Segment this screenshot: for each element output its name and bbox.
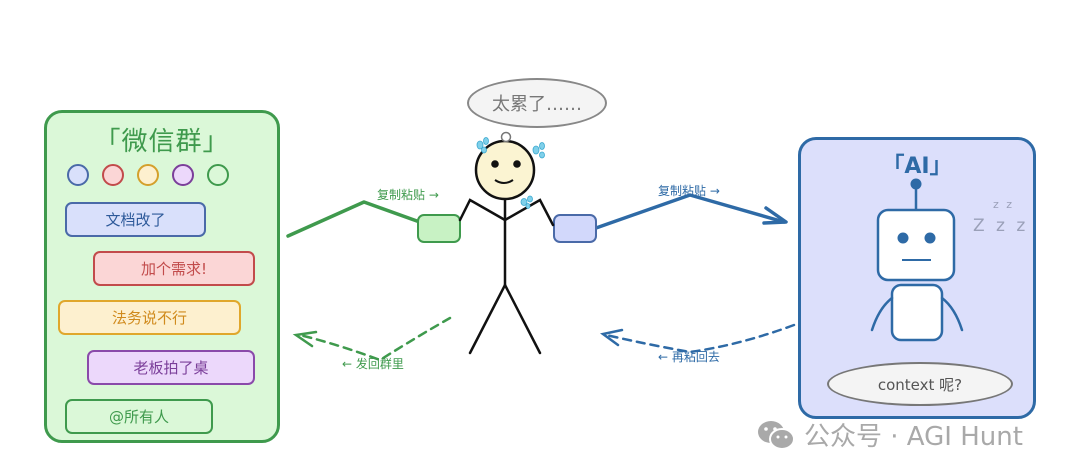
copy-paste-label-green: 复制粘贴 → [377,188,439,202]
context-question-bubble: context 呢? [827,362,1013,406]
smile [494,179,514,184]
watermark-text: 公众号 · AGI Hunt [804,422,1023,452]
thought-text: 太累了…… [492,94,582,115]
left-eye [491,160,499,168]
message-text: 加个需求! [140,260,207,278]
sweat-drops-icon [476,137,545,209]
watermark: 公众号 · AGI Hunt [756,416,1023,453]
avatar [67,164,89,186]
chat-message: 文档改了 [65,202,206,237]
avatar [137,164,159,186]
chat-message: @所有人 [65,399,213,434]
chat-message: 加个需求! [93,251,255,286]
avatar [207,164,229,186]
stick-figure [458,198,555,355]
context-question-text: context 呢? [877,375,963,394]
zzz-big: Z z z [973,216,1029,236]
wechat-icon [758,420,795,450]
message-text: 法务说不行 [111,309,187,327]
chat-message: 老板拍了桌 [87,350,255,385]
right-eye [513,160,521,168]
paste-back-arrow-blue [604,323,796,354]
copy-arrow-blue [594,193,788,230]
send-back-arrow-green [298,316,452,362]
message-text: 文档改了 [105,211,166,229]
chat-message: 法务说不行 [58,300,241,335]
head-knot [500,131,512,143]
wechat-group-title: 「微信群」 [94,127,230,157]
clipboard-box-green [417,214,461,243]
wechat-group-panel: 「微信群」 文档改了 加个需求! 法务说不行 老板拍了桌 @所有人 [44,110,280,443]
thought-bubble: 太累了…… [467,78,607,128]
copy-paste-label-blue: 复制粘贴 → [658,184,720,198]
paste-back-arrowhead [600,328,624,347]
avatar [172,164,194,186]
clipboard-box-blue [553,214,597,243]
zzz-small: z z [993,198,1015,211]
ai-panel-title: 「AI」 [882,154,952,179]
message-text: 老板拍了桌 [133,359,209,377]
ai-panel: 「AI」 z z Z z z context 呢? [798,137,1036,419]
message-text: @所有人 [108,408,169,426]
paste-back-label: ← 再粘回去 [658,350,720,364]
avatar [102,164,124,186]
robot-icon [870,178,964,342]
send-back-label: ← 发回群里 [342,357,404,371]
send-back-arrowhead [292,330,318,348]
